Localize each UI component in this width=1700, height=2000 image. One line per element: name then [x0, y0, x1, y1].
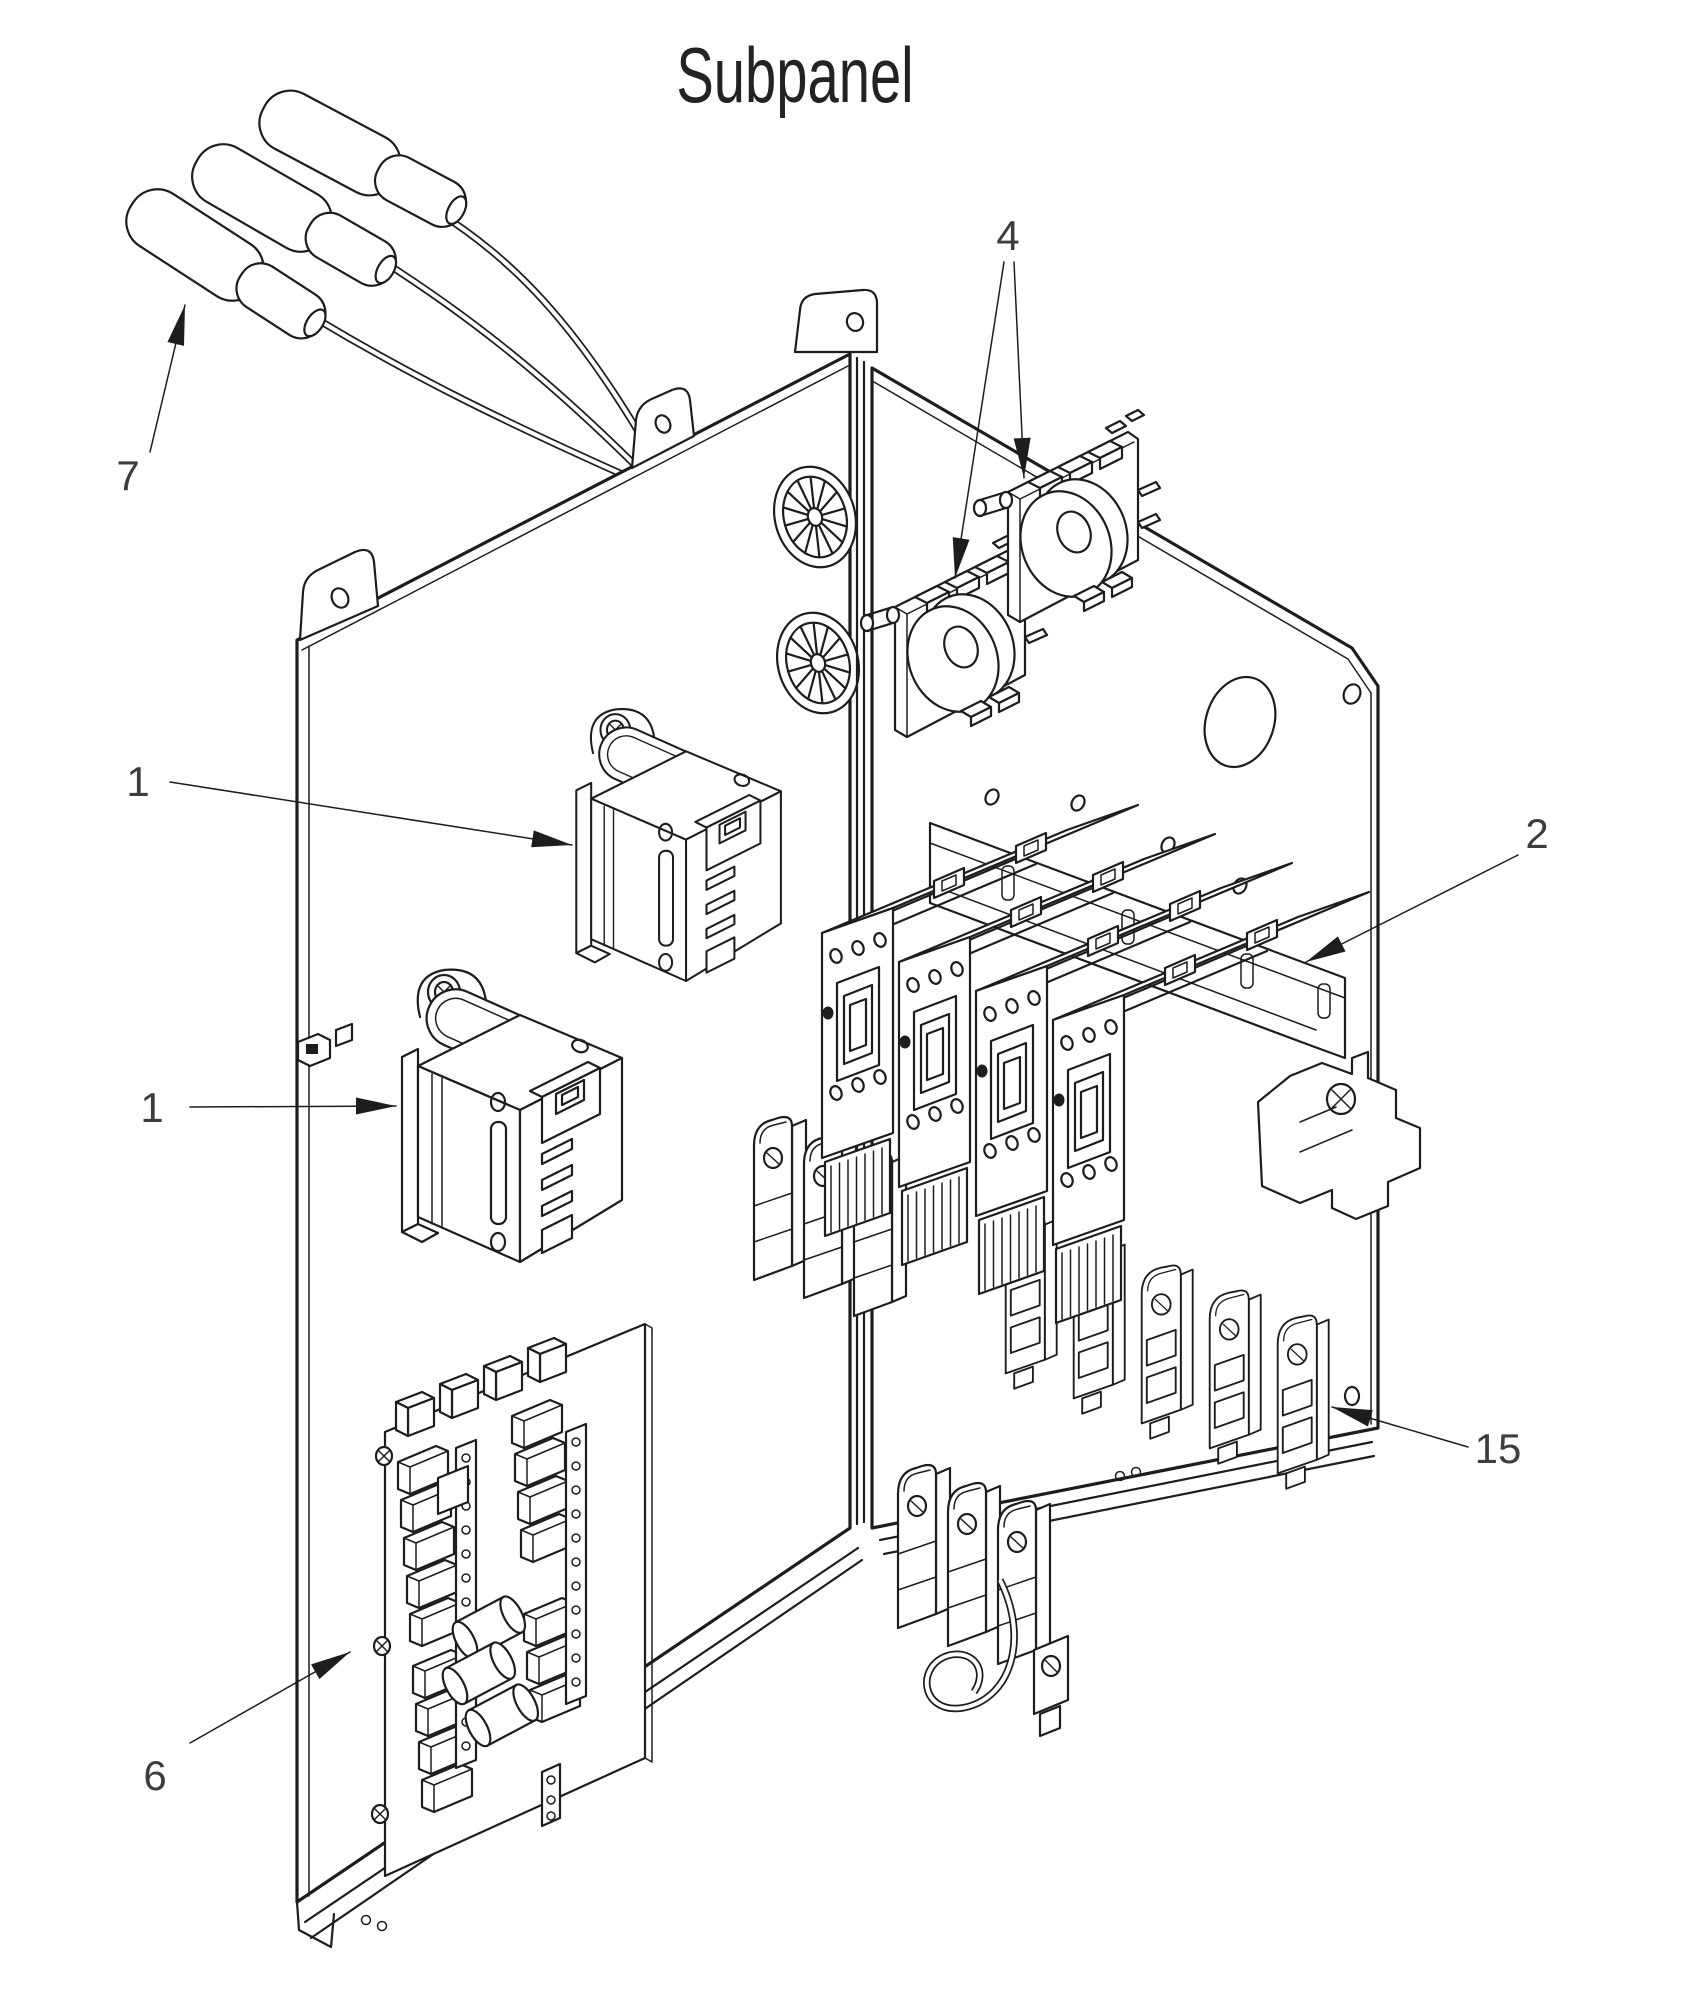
pcb-capacitors [441, 1595, 540, 1748]
cable-assembly [125, 89, 659, 484]
mount-tab-top-left [298, 548, 380, 642]
pcb-chip [436, 1464, 470, 1516]
pcb-screws [370, 1445, 394, 1825]
corner-hole-bottom-right [1343, 1385, 1361, 1407]
callout-label-6: 6 [143, 1752, 166, 1799]
callout-1-lower: 1 [140, 1084, 397, 1131]
control-pcb [370, 1322, 653, 1878]
knockout-hole [1203, 675, 1277, 769]
cable-lug-3 [125, 188, 327, 340]
callouts: 7 4 1 1 2 [116, 212, 1548, 1799]
callout-2: 2 [1302, 810, 1549, 970]
din-clamp-small [1032, 1634, 1070, 1738]
cable-wires [313, 208, 659, 484]
callout-7: 7 [116, 303, 194, 499]
callout-15: 15 [1329, 1398, 1522, 1472]
callout-6: 6 [143, 1644, 355, 1799]
callout-label-1-lower: 1 [140, 1084, 163, 1131]
callout-label-1-upper: 1 [126, 758, 149, 805]
callout-1-upper: 1 [126, 758, 574, 854]
callout-label-7: 7 [116, 452, 139, 499]
callout-label-2: 2 [1525, 810, 1548, 857]
callout-4: 4 [946, 212, 1033, 580]
mount-tab-spine-top [793, 288, 879, 354]
callout-label-4: 4 [996, 212, 1019, 259]
terminal-strip-right [571, 1437, 581, 1687]
page-title: Subpanel [676, 31, 914, 119]
din-rail-end-clamp [1256, 1050, 1422, 1221]
callout-label-15: 15 [1475, 1425, 1522, 1472]
standoff-clip [296, 1022, 354, 1068]
cable-lug-1 [258, 89, 468, 228]
terminal-bank-bottom [896, 1463, 1070, 1738]
corner-hole-top-right [1342, 683, 1362, 705]
mount-tab-top-mid [630, 387, 696, 470]
cable-lug-2 [191, 143, 398, 287]
